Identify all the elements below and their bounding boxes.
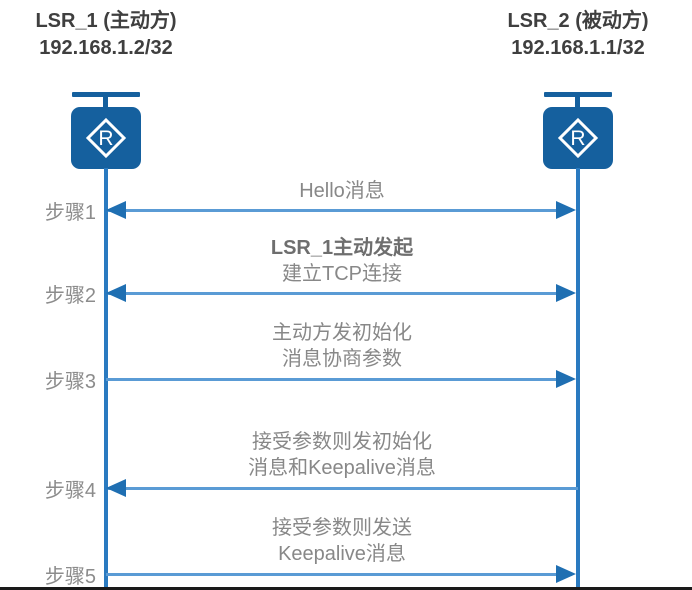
message-text-4: 接受参数则发初始化 消息和Keepalive消息	[108, 429, 576, 482]
message-line: 消息协商参数	[282, 348, 402, 371]
arrow-head-right-2	[556, 284, 576, 302]
message-line-1	[108, 209, 572, 212]
message-line: Keepalive消息	[278, 543, 406, 566]
step-label-5: 步骤5	[44, 566, 96, 588]
message-line-5	[106, 573, 572, 576]
lifeline-stem-lsr1	[103, 95, 108, 113]
arrow-head-right-3	[556, 370, 576, 388]
lifeline-stem-lsr2	[575, 95, 580, 113]
message-text-3: 主动方发初始化 消息协商参数	[108, 320, 576, 373]
lifeline-cap-lsr2	[544, 92, 612, 97]
node-name-lsr2: LSR_2 (被动方)	[507, 10, 649, 32]
message-line: LSR_1主动发起	[270, 237, 414, 259]
message-text-5: 接受参数则发送 Keepalive消息	[108, 515, 576, 568]
arrow-head-right-1	[556, 201, 576, 219]
message-line: 消息和Keepalive消息	[248, 457, 436, 480]
router-icon-lsr2: R	[543, 107, 613, 169]
svg-text:R: R	[98, 127, 113, 150]
step-label-4: 步骤4	[44, 480, 96, 502]
message-line: 主动方发初始化	[272, 322, 412, 344]
arrow-head-right-5	[556, 565, 576, 583]
message-line-3	[106, 378, 572, 381]
message-line: 接受参数则发初始化	[252, 431, 432, 453]
message-line: Hello消息	[299, 180, 385, 202]
arrow-head-left-1	[106, 201, 126, 219]
message-text-1: Hello消息	[108, 178, 576, 204]
step-label-3: 步骤3	[44, 371, 96, 393]
message-line-4	[108, 487, 578, 490]
router-icon-lsr1: R	[71, 107, 141, 169]
arrow-head-left-4	[106, 479, 126, 497]
node-ip-lsr1: 192.168.1.2/32	[39, 37, 173, 59]
bottom-divider	[0, 587, 692, 590]
step-label-1: 步骤1	[44, 202, 96, 224]
node-header-lsr1: LSR_1 (主动方) 192.168.1.2/32	[6, 8, 206, 62]
lifeline-lsr2	[576, 168, 580, 588]
message-line: 建立TCP连接	[282, 263, 402, 286]
node-header-lsr2: LSR_2 (被动方) 192.168.1.1/32	[478, 8, 678, 62]
message-line: 接受参数则发送	[272, 517, 412, 539]
step-label-2: 步骤2	[44, 285, 96, 307]
lifeline-cap-lsr1	[72, 92, 140, 97]
message-line-2	[108, 292, 572, 295]
node-name-lsr1: LSR_1 (主动方)	[35, 10, 177, 32]
svg-text:R: R	[570, 127, 585, 150]
node-ip-lsr2: 192.168.1.1/32	[511, 37, 645, 59]
arrow-head-left-2	[106, 284, 126, 302]
message-text-2: LSR_1主动发起 建立TCP连接	[108, 235, 576, 288]
